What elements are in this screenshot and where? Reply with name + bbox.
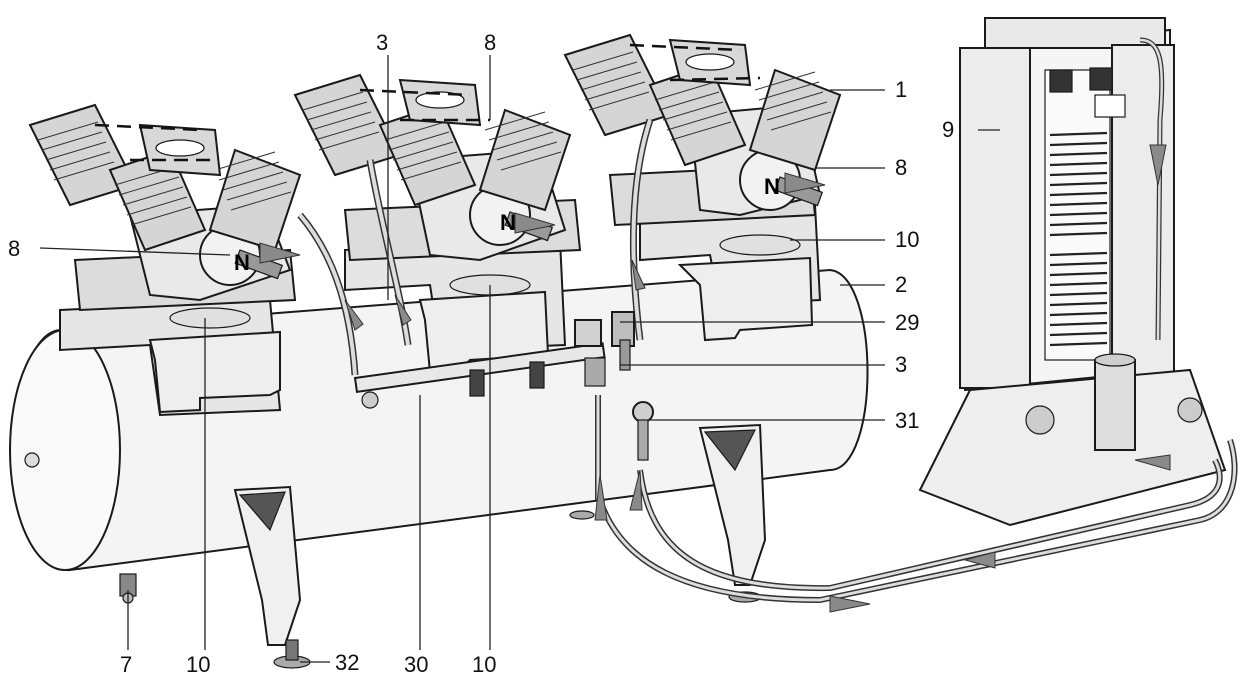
dir-mark-middle: N — [500, 210, 516, 235]
callout-10-right: 10 — [895, 227, 919, 252]
callout-29: 29 — [895, 310, 919, 335]
callout-10-middle: 10 — [472, 652, 496, 677]
callout-1: 1 — [895, 77, 907, 102]
dryer-connection-hoses — [595, 395, 1238, 604]
air-dryer — [918, 17, 1227, 527]
mounting-brackets — [148, 256, 814, 414]
hose-connector — [632, 401, 654, 461]
manifold-pipe — [353, 342, 606, 409]
callout-3-top: 3 — [376, 30, 388, 55]
leader-lines — [39, 55, 1000, 663]
callouts: 1 2 3 3 7 8 8 8 9 10 10 10 29 30 31 32 — [8, 30, 954, 677]
callout-8-top: 8 — [484, 30, 496, 55]
callout-2: 2 — [895, 272, 907, 297]
dir-mark-right: N — [764, 174, 780, 199]
callout-32: 32 — [335, 650, 359, 675]
callout-8-left: 8 — [8, 236, 20, 261]
callout-7: 7 — [120, 652, 132, 677]
tank-foot-rear — [698, 423, 767, 586]
leveling-foot — [273, 510, 762, 669]
callout-9: 9 — [942, 117, 954, 142]
callout-8-right: 8 — [895, 155, 907, 180]
callout-31: 31 — [895, 408, 919, 433]
pressure-hoses — [297, 118, 654, 376]
callout-10-left: 10 — [186, 652, 210, 677]
callout-3-right: 3 — [895, 352, 907, 377]
dir-mark-left: N — [234, 250, 250, 275]
callout-30: 30 — [404, 652, 428, 677]
dryer-grille — [1049, 131, 1108, 347]
tank-foot-front — [233, 485, 302, 646]
flow-arrows — [259, 144, 1171, 613]
solenoid-valve — [574, 311, 635, 371]
